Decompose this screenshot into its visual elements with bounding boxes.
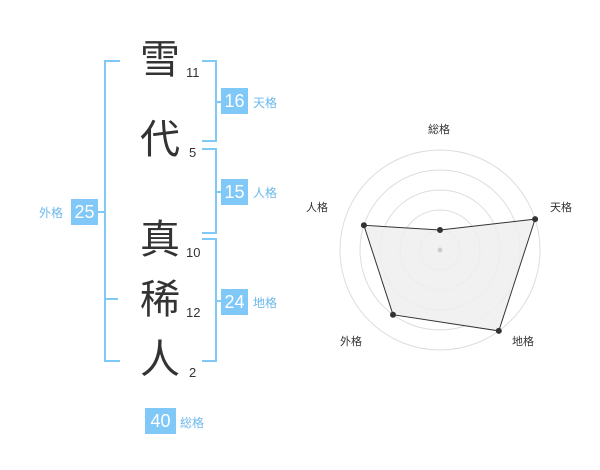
radar-point-2 — [495, 327, 502, 334]
soukaku-value: 40 — [145, 408, 176, 434]
radar-axis-label-tenkaku: 天格 — [550, 201, 572, 214]
tenkaku-label: 天格 — [253, 96, 278, 110]
chikaku-label: 地格 — [253, 296, 278, 310]
stroke-count-5: 2 — [189, 365, 197, 380]
jinkaku-connector — [215, 191, 221, 193]
radar-chart — [339, 149, 541, 351]
stroke-count-4: 12 — [186, 305, 201, 320]
radar-axis-label-soukaku: 総格 — [428, 123, 450, 136]
gaikaku-connector — [98, 211, 105, 213]
gaikaku-bracket — [104, 60, 120, 362]
gaikaku-bracket-tick — [104, 298, 118, 300]
name-kanji-3: 真 — [140, 217, 180, 263]
gaikaku-label: 外格 — [39, 206, 64, 220]
tenkaku-connector — [215, 101, 221, 103]
name-kanji-1: 雪 — [140, 37, 180, 83]
radar-center-dot — [437, 247, 443, 253]
radar-point-3 — [390, 311, 396, 318]
radar-axis-label-chikaku: 地格 — [512, 335, 534, 348]
radar-point-1 — [532, 216, 539, 223]
radar-axis-label-gaikaku: 外格 — [340, 335, 362, 348]
soukaku-label: 総格 — [180, 416, 205, 430]
gaikaku-value: 25 — [71, 199, 98, 225]
stroke-count-1: 11 — [186, 65, 200, 80]
jinkaku-value: 15 — [221, 179, 248, 205]
radar-value-polygon — [363, 218, 536, 332]
radar-point-4 — [360, 222, 367, 229]
radar-axis-label-jinkaku: 人格 — [306, 201, 328, 214]
chikaku-connector — [215, 300, 221, 302]
radar-grid-ring — [339, 149, 541, 351]
stroke-count-3: 10 — [186, 245, 201, 260]
name-kanji-2: 代 — [140, 117, 180, 163]
tenkaku-value: 16 — [221, 88, 248, 114]
radar-point-0 — [437, 227, 443, 233]
name-kanji-5: 人 — [140, 337, 180, 383]
name-kanji-4: 稀 — [140, 277, 180, 323]
chikaku-value: 24 — [221, 289, 248, 315]
jinkaku-label: 人格 — [253, 186, 278, 200]
stroke-count-2: 5 — [189, 145, 197, 160]
